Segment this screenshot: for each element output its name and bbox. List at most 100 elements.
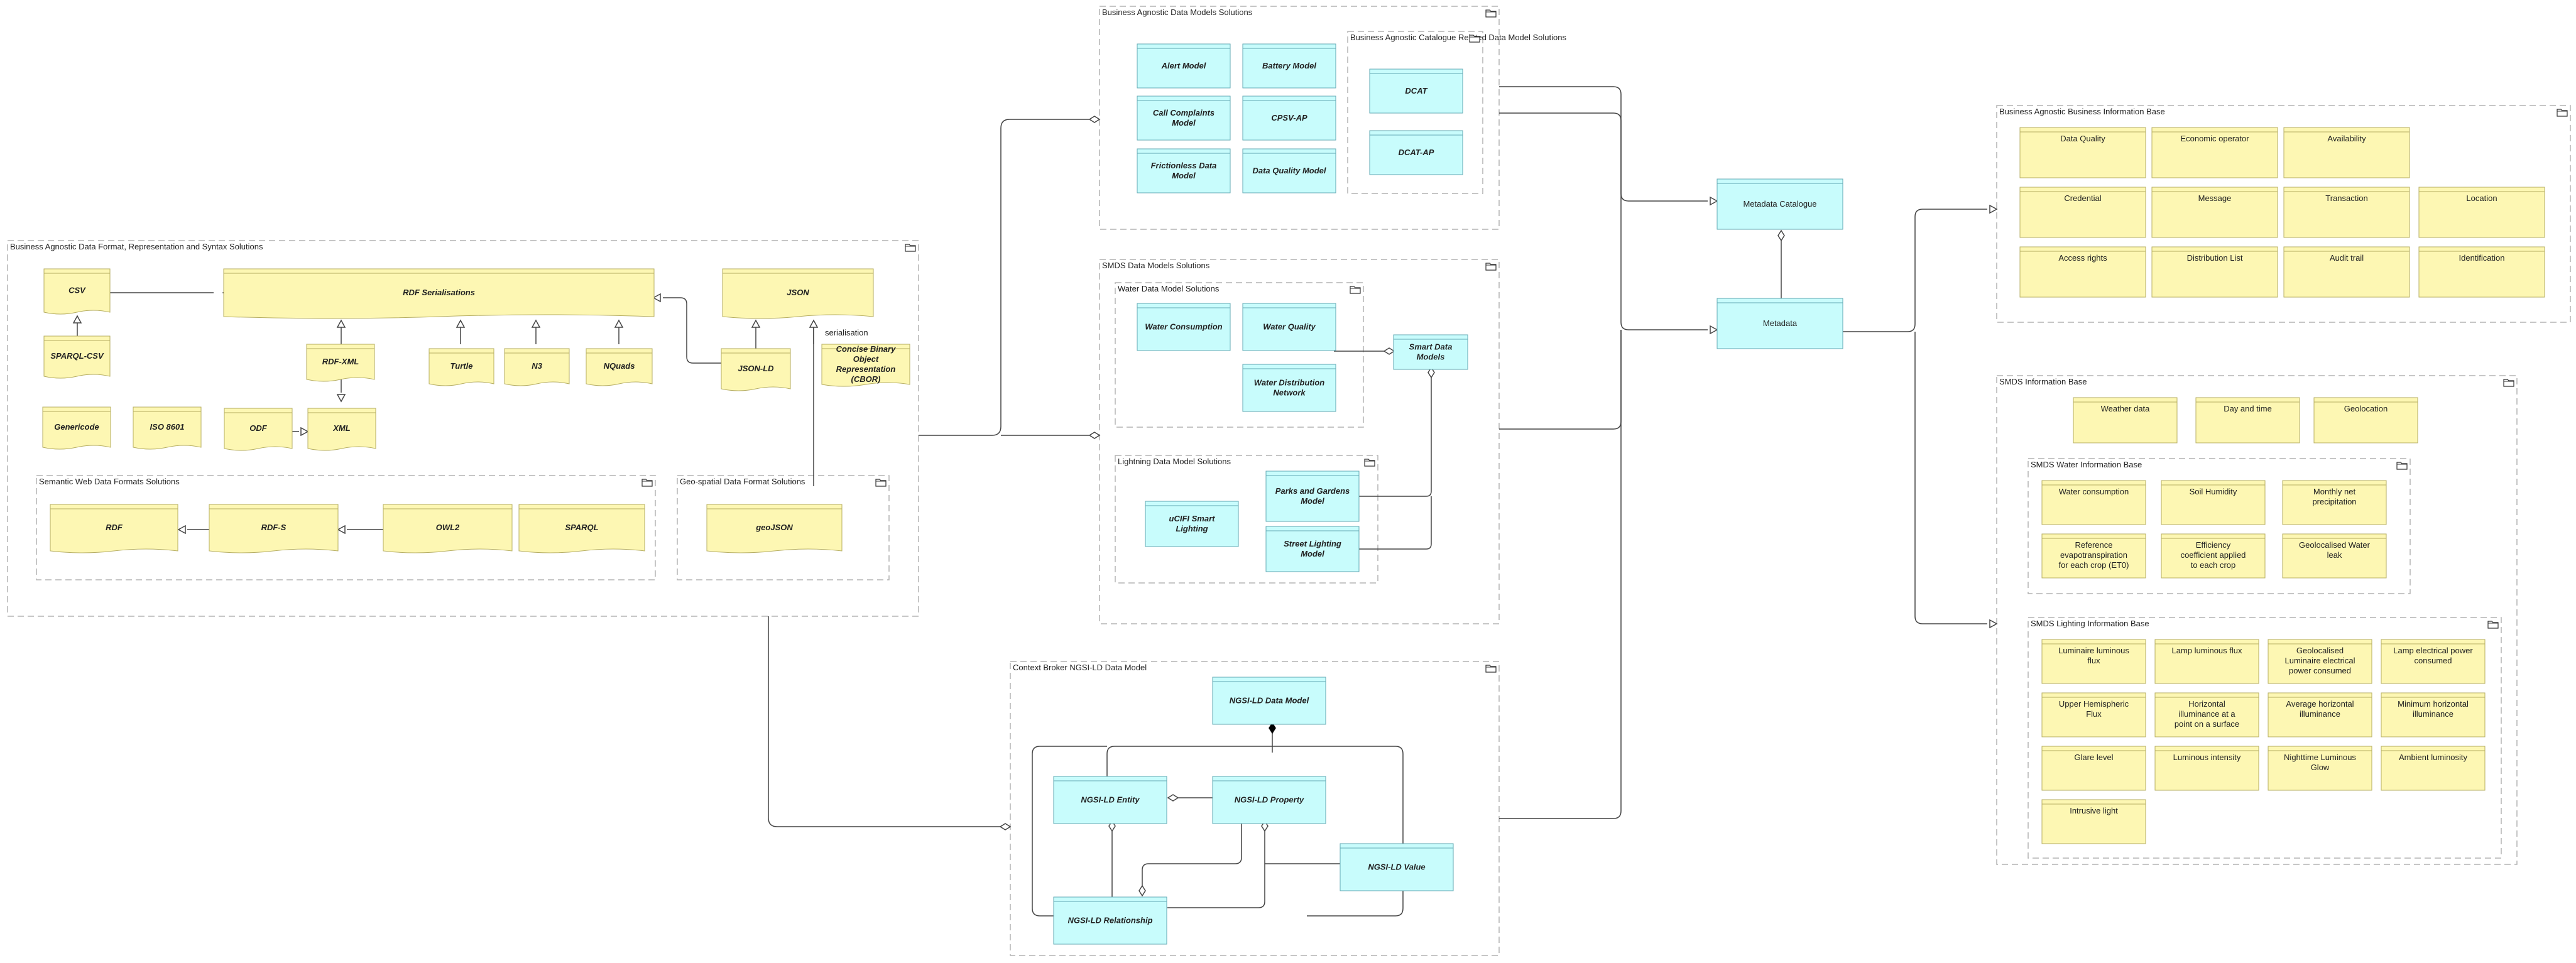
node-si-geolocation[interactable]: Geolocation xyxy=(2313,397,2418,443)
node-json[interactable]: JSON xyxy=(722,268,874,319)
node-label: Credential xyxy=(2064,193,2101,203)
node-turtle[interactable]: Turtle xyxy=(428,348,494,386)
node-battery-model[interactable]: Battery Model xyxy=(1242,43,1336,89)
node-label: Models xyxy=(1417,352,1445,362)
node-sparql[interactable]: SPARQL xyxy=(518,504,645,553)
node-wi-consumption[interactable]: Water consumption xyxy=(2041,480,2146,525)
node-si-weather[interactable]: Weather data xyxy=(2073,397,2178,443)
group-title: SMDS Information Base xyxy=(1999,377,2087,386)
node-bi-location[interactable]: Location xyxy=(2418,187,2545,238)
node-label: Transaction xyxy=(2325,193,2367,203)
node-bi-credential[interactable]: Credential xyxy=(2019,187,2146,238)
node-bi-identification[interactable]: Identification xyxy=(2418,246,2545,298)
node-iso8601[interactable]: ISO 8601 xyxy=(133,406,202,450)
node-label: Lighting xyxy=(1176,524,1208,533)
node-csv[interactable]: CSV xyxy=(43,268,111,315)
node-bi-availability[interactable]: Availability xyxy=(2283,127,2410,178)
folder-icon xyxy=(2487,621,2499,629)
node-li-lamp-flux[interactable]: Lamp luminous flux xyxy=(2154,639,2259,684)
node-label: CPSV-AP xyxy=(1271,113,1307,122)
node-label: Access rights xyxy=(2058,253,2107,263)
node-li-intensity[interactable]: Luminous intensity xyxy=(2154,746,2259,791)
node-label: DCAT xyxy=(1405,86,1427,95)
node-label: Turtle xyxy=(450,361,473,371)
node-sparql-csv[interactable]: SPARQL-CSV xyxy=(43,335,111,379)
node-rdfs[interactable]: RDF-S xyxy=(209,504,339,553)
node-json-ld[interactable]: JSON-LD xyxy=(721,348,791,391)
node-label: N3 xyxy=(532,361,542,371)
node-dq-model[interactable]: Data Quality Model xyxy=(1242,148,1336,193)
node-bi-distribution[interactable]: Distribution List xyxy=(2151,246,2278,298)
node-si-day-time[interactable]: Day and time xyxy=(2195,397,2300,443)
realization-arrowhead xyxy=(336,319,346,328)
node-label: Data Quality xyxy=(2060,134,2105,143)
aggregation-diamond xyxy=(1088,432,1101,439)
node-ngsi-property[interactable]: NGSI-LD Property xyxy=(1212,776,1326,824)
node-genericode[interactable]: Genericode xyxy=(42,406,111,450)
node-metadata-catalogue[interactable]: Metadata Catalogue xyxy=(1716,178,1843,230)
node-odf[interactable]: ODF xyxy=(224,408,293,451)
node-dcat-ap[interactable]: DCAT-AP xyxy=(1369,130,1463,175)
realization-arrowhead xyxy=(72,315,82,324)
node-cpsv-ap[interactable]: CPSV-AP xyxy=(1242,95,1336,141)
node-label: XML xyxy=(332,423,351,433)
node-li-ambient[interactable]: Ambient luminosity xyxy=(2381,746,2486,791)
node-label: NGSI-LD Relationship xyxy=(1067,916,1152,925)
node-label: Metadata xyxy=(1763,318,1798,328)
node-bi-economic[interactable]: Economic operator xyxy=(2151,127,2278,178)
node-water-quality[interactable]: Water Quality xyxy=(1242,303,1336,351)
node-alert-model[interactable]: Alert Model xyxy=(1137,43,1231,89)
node-xml[interactable]: XML xyxy=(307,408,376,451)
node-li-intrusive[interactable]: Intrusive light xyxy=(2041,799,2146,844)
node-geojson[interactable]: geoJSON xyxy=(706,504,843,553)
node-ngsi-model[interactable]: NGSI-LD Data Model xyxy=(1212,677,1326,725)
node-bi-transaction[interactable]: Transaction xyxy=(2283,187,2410,238)
node-ngsi-value[interactable]: NGSI-LD Value xyxy=(1340,843,1454,891)
edge-bad-metadata xyxy=(1499,112,1708,330)
node-label: RDF xyxy=(106,523,123,532)
node-label: evapotranspiration xyxy=(2060,550,2127,560)
node-water-consumption[interactable]: Water Consumption xyxy=(1137,303,1231,351)
node-li-glare[interactable]: Glare level xyxy=(2041,746,2146,791)
node-owl2[interactable]: OWL2 xyxy=(383,504,513,553)
node-bi-message[interactable]: Message xyxy=(2151,187,2278,238)
node-rdf-xml[interactable]: RDF-XML xyxy=(306,344,375,382)
node-wi-soil[interactable]: Soil Humidity xyxy=(2161,480,2266,525)
realization-arrowhead xyxy=(531,319,541,328)
node-ngsi-relationship[interactable]: NGSI-LD Relationship xyxy=(1053,896,1167,945)
node-bi-audit[interactable]: Audit trail xyxy=(2283,246,2410,298)
node-rdf-serial[interactable]: RDF Serialisations xyxy=(223,268,655,319)
node-rdf[interactable]: RDF xyxy=(50,504,178,553)
node-label: NGSI-LD Entity xyxy=(1081,795,1140,805)
node-metadata[interactable]: Metadata xyxy=(1716,298,1843,349)
node-label: Location xyxy=(2466,193,2497,203)
node-bi-access[interactable]: Access rights xyxy=(2019,246,2146,298)
node-bi-data-quality[interactable]: Data Quality xyxy=(2019,127,2146,178)
node-n3[interactable]: N3 xyxy=(504,348,570,386)
node-label: Day and time xyxy=(2224,404,2272,413)
node-dcat[interactable]: DCAT xyxy=(1369,68,1463,114)
node-nquads[interactable]: NQuads xyxy=(586,348,653,386)
node-ngsi-entity[interactable]: NGSI-LD Entity xyxy=(1053,776,1167,824)
folder-icon xyxy=(875,479,887,487)
